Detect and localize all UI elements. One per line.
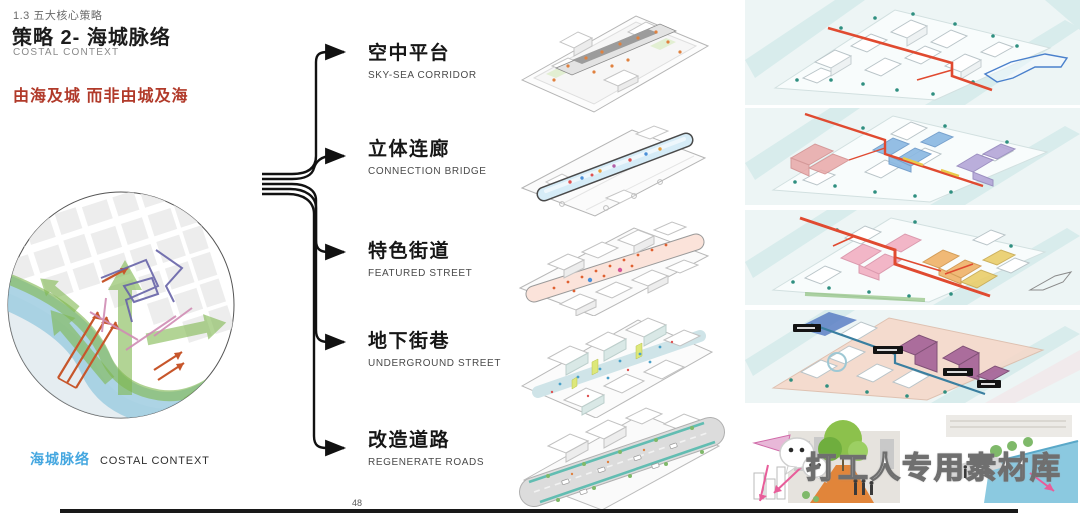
strategy-item-underground-street: 地下街巷 UNDERGROUND STREET bbox=[368, 332, 538, 369]
tagline-red: 由海及城 而非由城及海 bbox=[13, 88, 189, 105]
strategy-item-regenerate-roads: 改造道路 REGENERATE ROADS bbox=[368, 431, 538, 468]
underground-street-axon-diagram bbox=[520, 317, 714, 418]
masterplan-panel-underground bbox=[745, 310, 1080, 403]
watermark-text: 打工人专用素材库 bbox=[805, 451, 1062, 485]
strategy-zh: 改造道路 bbox=[368, 430, 451, 451]
sky-platform-axon-diagram bbox=[520, 15, 710, 113]
strategy-en: CONNECTION BRIDGE bbox=[368, 166, 487, 177]
map-legend: 海城脉络 COSTAL CONTEXT bbox=[30, 449, 210, 469]
strategy-en: FEATURED STREET bbox=[368, 268, 473, 279]
strategy-en: SKY-SEA CORRIDOR bbox=[368, 70, 477, 81]
section-eyebrow: 1.3 五大核心策略 bbox=[13, 10, 103, 22]
featured-street-axon-diagram bbox=[518, 221, 710, 316]
strategy-en: UNDERGROUND STREET bbox=[368, 358, 502, 369]
masterplan-panel-featured-streets bbox=[745, 210, 1080, 305]
wechat-icon bbox=[779, 437, 828, 484]
legend-zh: 海城脉络 bbox=[30, 451, 90, 467]
strategy-item-featured-street: 特色街道 FEATURED STREET bbox=[368, 242, 538, 279]
strategy-item-sky-platform: 空中平台 SKY-SEA CORRIDOR bbox=[368, 44, 538, 81]
coastal-context-map bbox=[7, 191, 235, 419]
page-title: 策略 2- 海城脉络 bbox=[12, 27, 171, 49]
masterplan-panel-sky-corridor bbox=[745, 0, 1080, 105]
connection-bridge-axon-diagram bbox=[520, 125, 707, 217]
page-number: 48 bbox=[352, 498, 363, 508]
masterplan-panel-clusters bbox=[745, 108, 1080, 205]
strategy-zh: 空中平台 bbox=[368, 43, 451, 64]
legend-en: COSTAL CONTEXT bbox=[100, 455, 210, 467]
regenerate-road-axon-diagram bbox=[519, 407, 725, 510]
reference-collage-waterfront bbox=[938, 407, 1080, 509]
strategy-zh: 立体连廊 bbox=[368, 139, 451, 160]
strategy-item-connection-bridge: 立体连廊 CONNECTION BRIDGE bbox=[368, 140, 538, 177]
strategy-zh: 特色街道 bbox=[368, 241, 451, 262]
footer-bar bbox=[60, 509, 1018, 513]
strategy-en: REGENERATE ROADS bbox=[368, 457, 485, 468]
strategy-zh: 地下街巷 bbox=[368, 331, 451, 352]
page-subtitle: COSTAL CONTEXT bbox=[13, 47, 120, 58]
